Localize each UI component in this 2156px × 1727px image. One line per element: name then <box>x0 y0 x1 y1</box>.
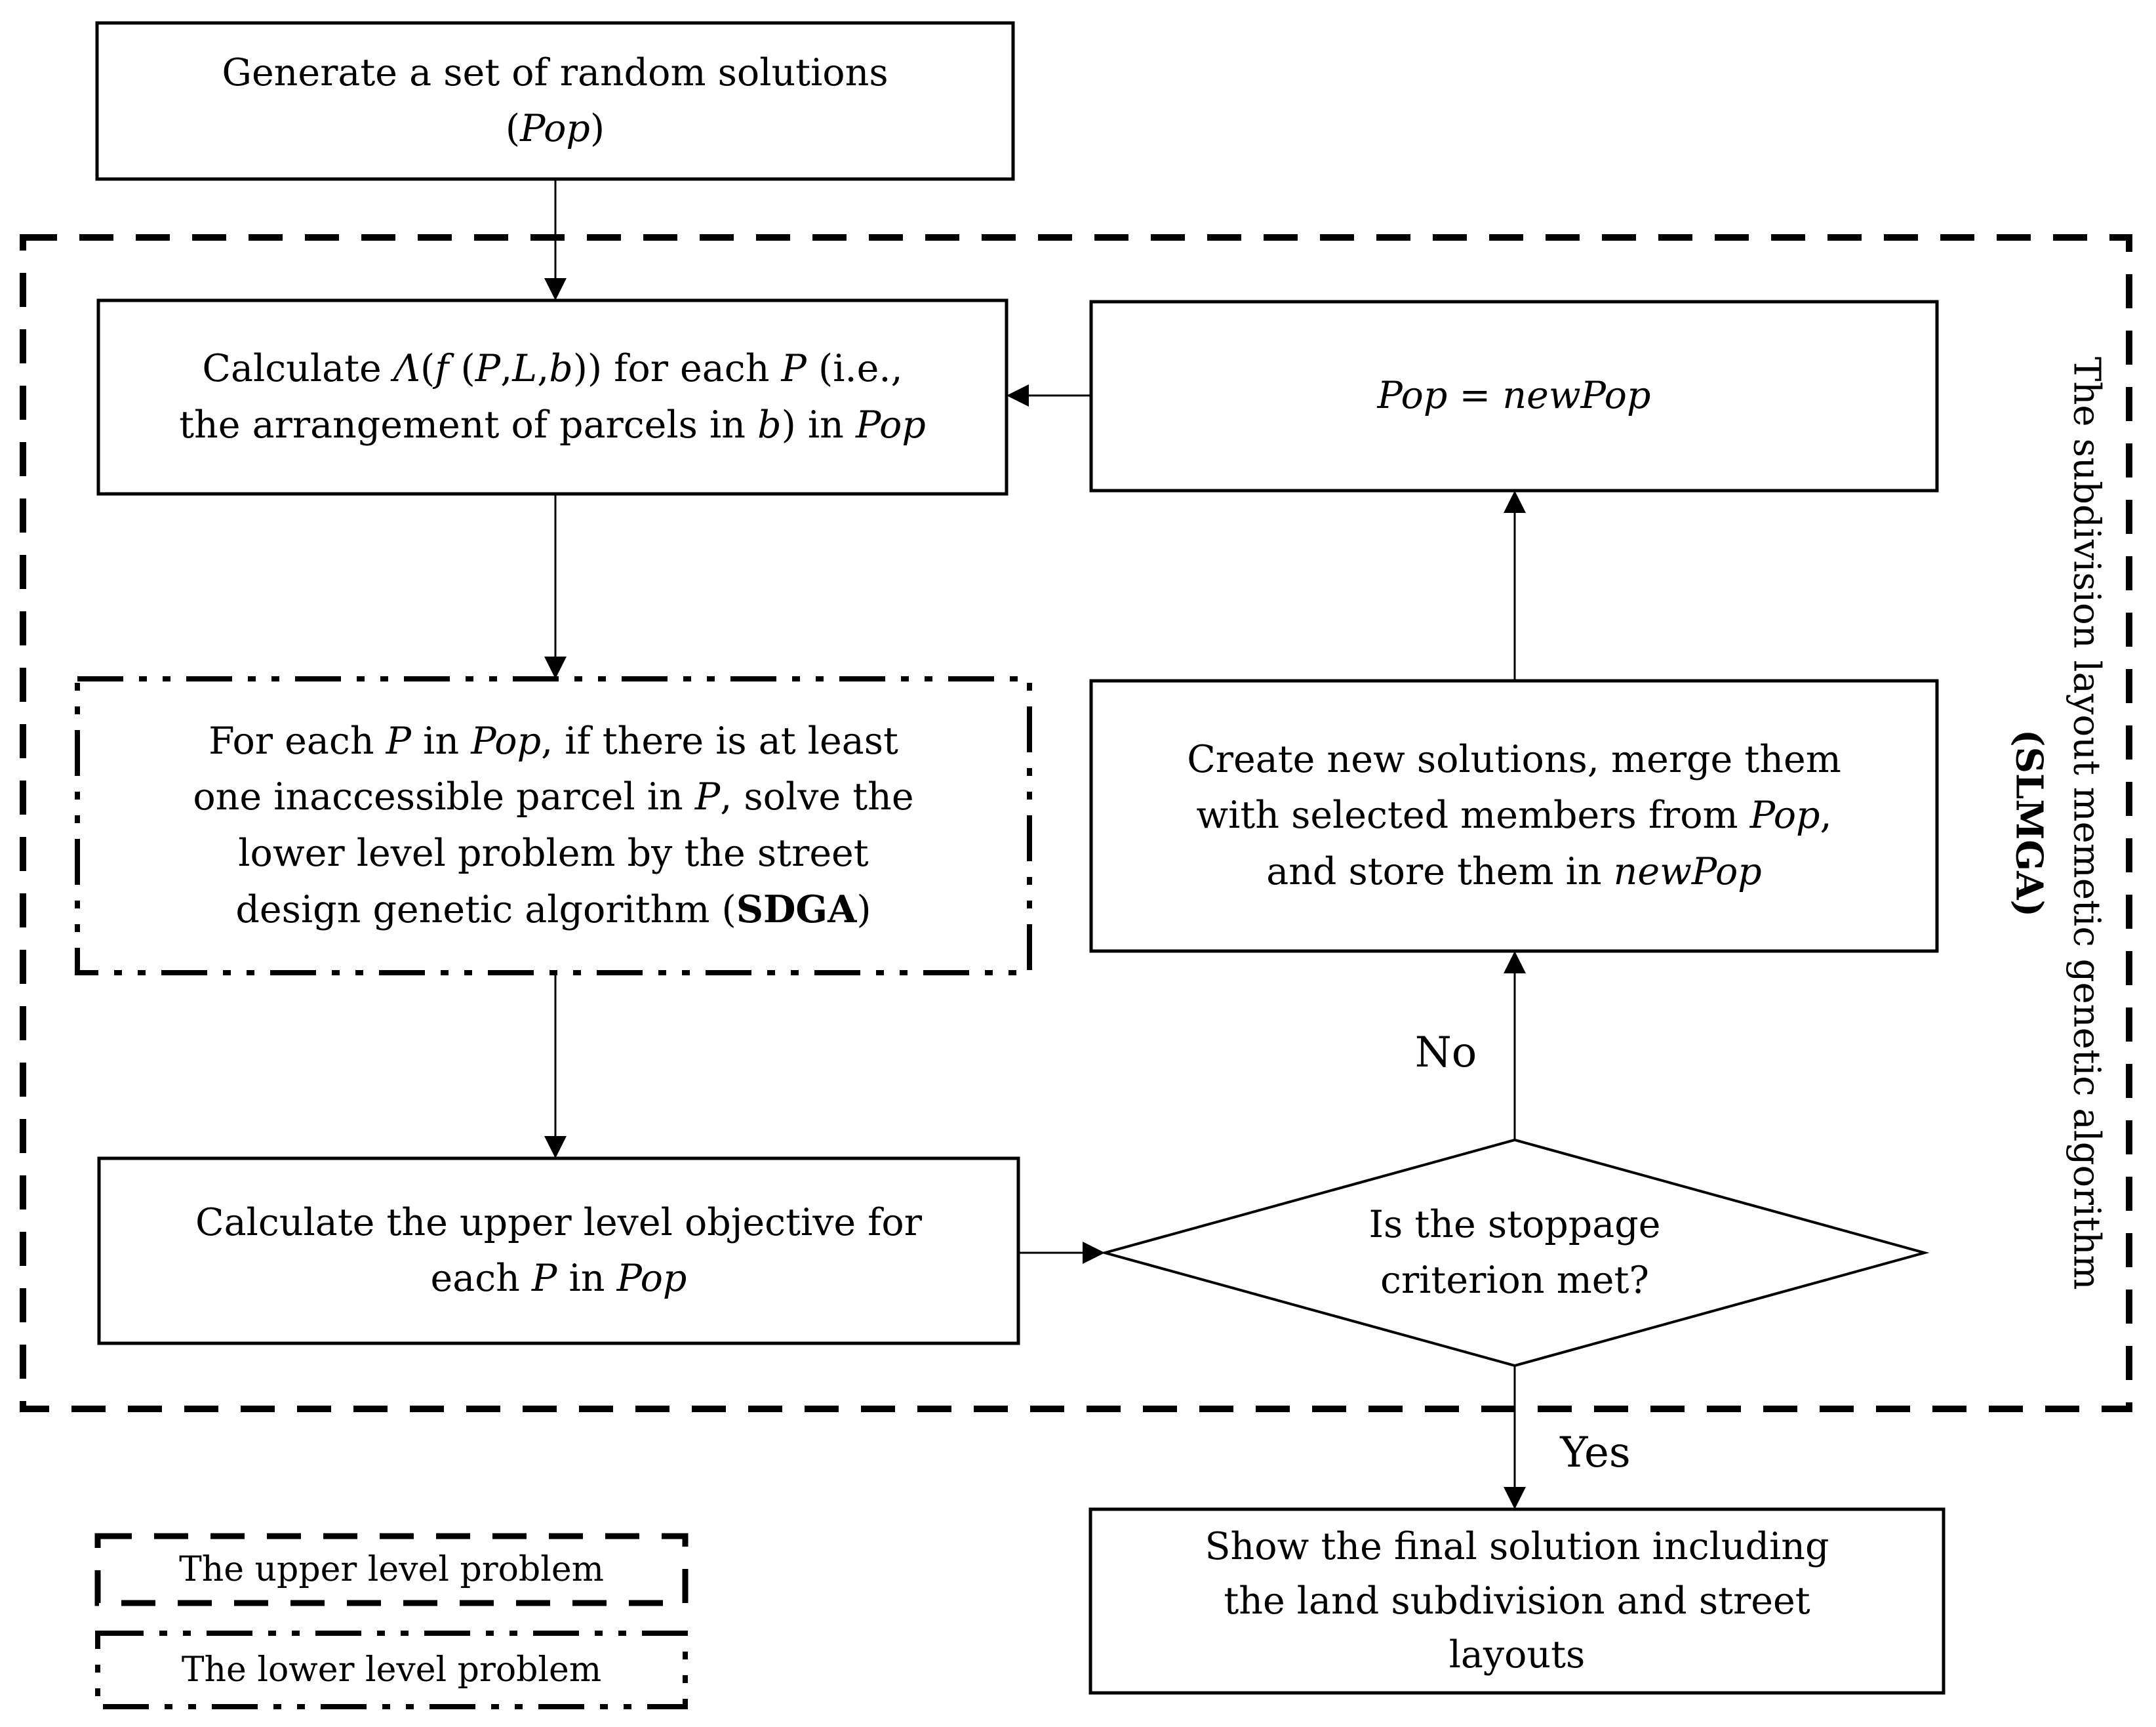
pop-assign-box <box>1089 300 1939 493</box>
arrowhead-down-sdga <box>544 657 567 679</box>
legend-upper-dashed-box <box>94 1533 689 1606</box>
edge-label-no: No <box>1414 1028 1477 1077</box>
generate-node-label: Generate a set of random solutions(Pop) <box>222 51 888 151</box>
legend-lower-dashdot-box <box>95 1631 688 1709</box>
generate-box <box>95 21 1015 181</box>
slmga-side-caption: The subdivision layout memetic genetic a… <box>2007 356 2108 1290</box>
arrowhead-left-calculate <box>1007 384 1029 407</box>
calculate-fitness-box <box>96 298 1008 496</box>
calculate-fitness-node-label: Calculate Λ(f (P,L,b)) for each P (i.e.,… <box>179 347 926 447</box>
decision-diamond <box>1100 1138 1930 1368</box>
arrowhead-right-decision <box>1083 1242 1105 1264</box>
upper-objective-box <box>97 1156 1020 1345</box>
arrowhead-down-upper-objective <box>544 1136 567 1158</box>
sdga-dashdot-box <box>75 676 1032 975</box>
final-solution-box <box>1088 1507 1946 1695</box>
pop-assign-node-label: Pop = newPop <box>1377 374 1651 418</box>
arrowhead-up-pop-assign <box>1504 491 1526 513</box>
create-new-solutions-box <box>1089 679 1939 953</box>
legend-lower-label: The lower level problem <box>181 1650 602 1690</box>
arrowhead-down-calculate <box>544 278 567 300</box>
arrowhead-up-create <box>1504 951 1526 973</box>
edge-label-yes: Yes <box>1560 1429 1631 1478</box>
arrowhead-down-final <box>1504 1487 1526 1509</box>
legend-upper-label: The upper level problem <box>179 1549 604 1589</box>
